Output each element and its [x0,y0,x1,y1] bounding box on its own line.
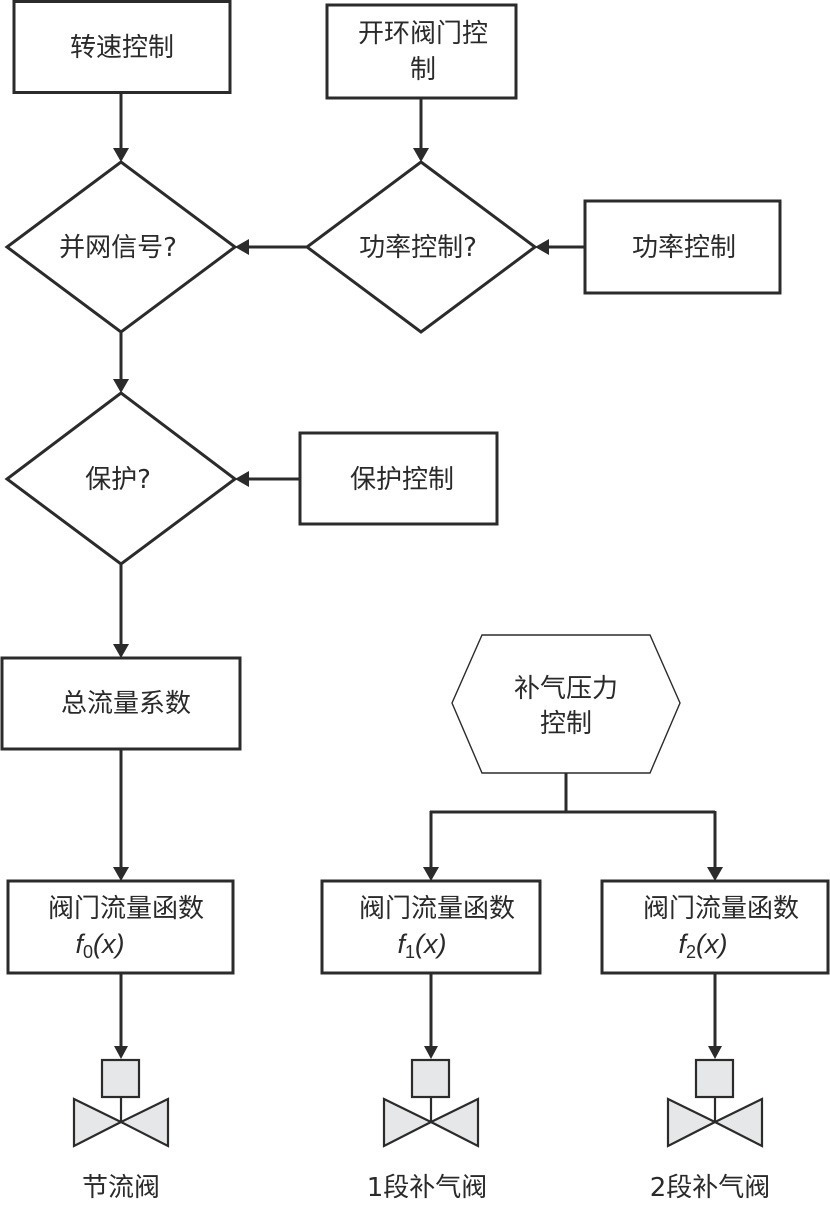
arrow-openloop-to-power [413,98,429,162]
arrow-power-to-grid [235,239,307,255]
protection-decision: 保护? [4,391,238,566]
flow-function-title-2: 阀门流量函数 [643,894,799,924]
power-control-node: 功率控制 [583,199,782,295]
power-control-label: 功率控制 [632,233,736,263]
grid-signal-decision-label: 并网信号? [59,233,177,263]
flow-function-node-2: 阀门流量函数 f2(x) [600,879,830,975]
valve-icon [666,1058,764,1148]
power-control-decision: 功率控制? [304,160,538,334]
valve-label-1: 1段补气阀 [367,1173,488,1203]
valve-label-0: 节流阀 [82,1173,160,1203]
flow-function-formula-1: f1(x) [397,929,446,962]
air-pressure-control-label-line1: 补气压力 [514,674,618,704]
protection-control-node: 保护控制 [298,431,499,526]
flow-function-formula-0: f0(x) [75,929,124,962]
valve-icon [72,1058,170,1148]
speed-control-label: 转速控制 [70,33,174,63]
valve-label-2: 2段补气阀 [650,1173,771,1203]
flow-function-node-0: 阀门流量函数 f0(x) [6,879,235,975]
arrow-protctrl-to-decision [235,471,300,487]
open-loop-valve-control-label-line2: 制 [410,55,436,85]
open-loop-valve-control-node: 开环阀门控 制 [325,3,518,100]
arrow-protection-to-totalflow [113,564,129,658]
grid-signal-decision: 并网信号? [4,160,238,334]
air-pressure-control-node: 补气压力 控制 [451,634,681,774]
arrow-speed-to-grid [113,93,129,162]
total-flow-coefficient-node: 总流量系数 [0,656,242,751]
protection-decision-label: 保护? [85,465,151,495]
flow-function-formula-2: f2(x) [678,929,727,962]
flow-function-node-1: 阀门流量函数 f1(x) [320,879,542,975]
arrow-f1-to-valve [424,973,438,1059]
power-control-decision-label: 功率控制? [359,233,477,263]
valve-icon [382,1058,480,1148]
speed-control-node: 转速控制 [12,0,232,94]
protection-control-label: 保护控制 [350,465,454,495]
arrow-f2-to-valve [708,973,722,1059]
branch-connector [423,773,723,881]
arrow-totalflow-to-f0 [113,749,129,881]
arrow-grid-to-protection [113,332,129,393]
arrow-f0-to-valve [114,973,128,1059]
total-flow-coefficient-label: 总流量系数 [61,689,191,719]
arrow-powerctrl-to-decision [535,239,585,255]
open-loop-valve-control-label-line1: 开环阀门控 [358,19,488,49]
air-pressure-control-label-line2: 控制 [540,709,592,739]
flow-function-title-0: 阀门流量函数 [48,894,204,924]
flow-function-title-1: 阀门流量函数 [359,894,515,924]
